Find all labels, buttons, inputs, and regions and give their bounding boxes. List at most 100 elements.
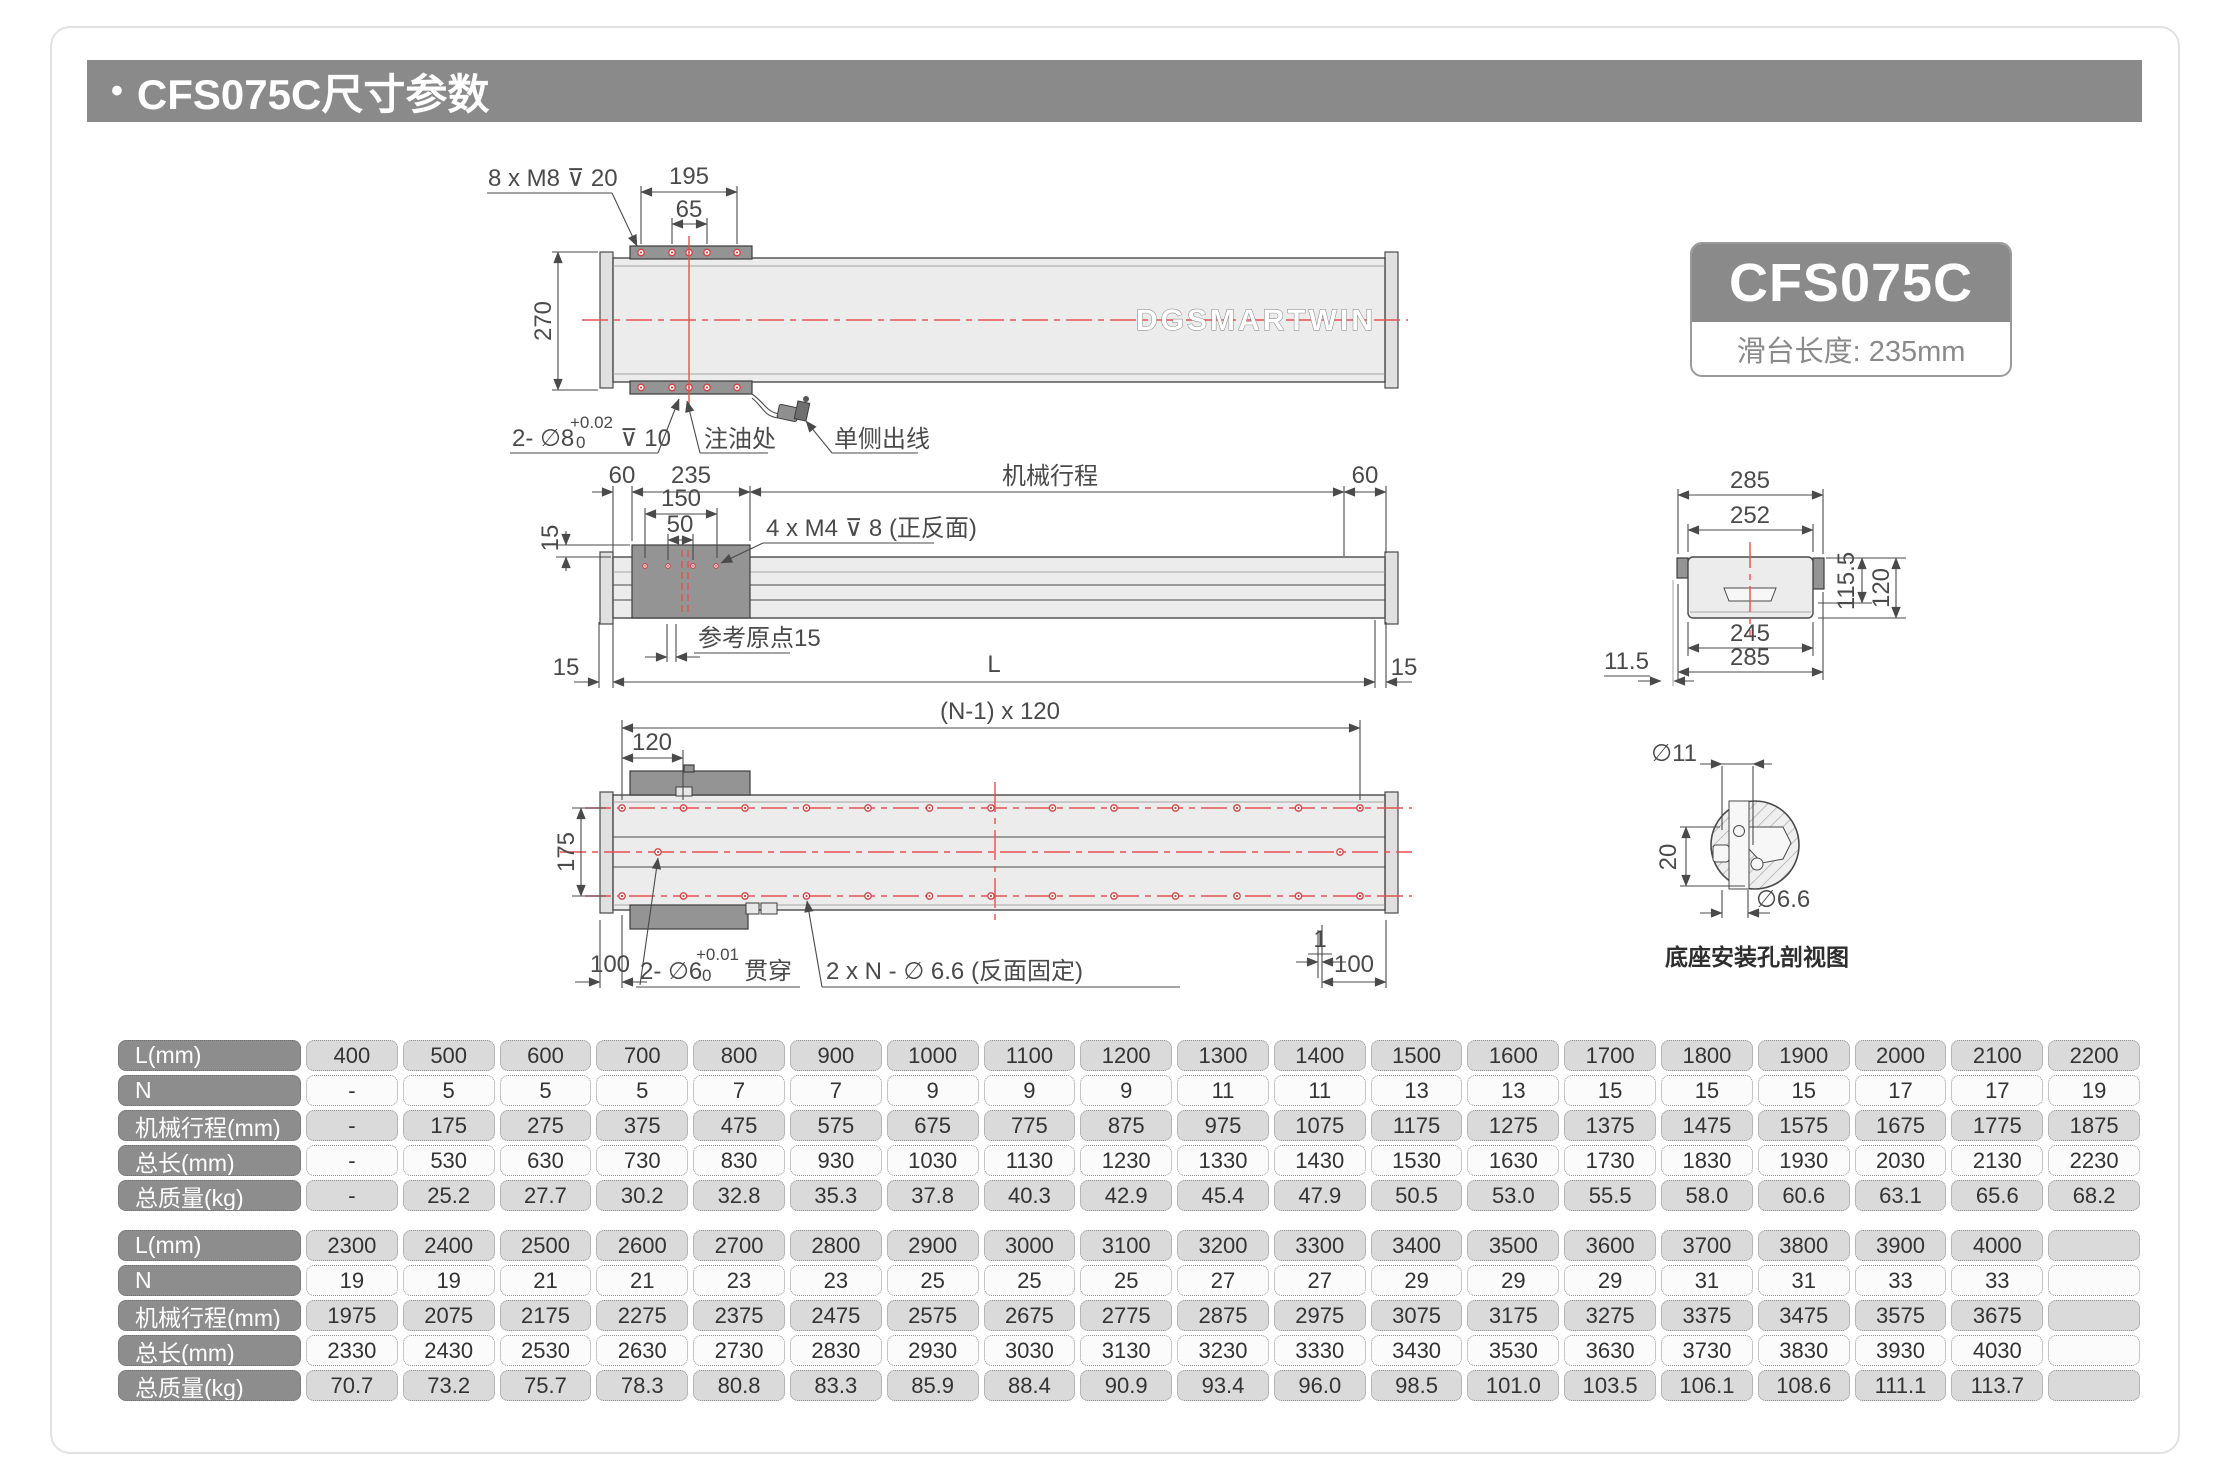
section-title-bar: • CFS075C尺寸参数 [87,60,2142,122]
dim-120: 120 [632,729,672,756]
table-cell: 275 [499,1110,592,1141]
table-cell: 40.3 [983,1180,1076,1211]
table-cell [2048,1370,2140,1401]
dim-50: 50 [667,511,694,538]
table-cell: 1630 [1467,1145,1560,1176]
table-cell: 1700 [1564,1040,1657,1071]
table-cell: 1675 [1854,1110,1947,1141]
table-cell: 3230 [1177,1335,1269,1366]
label-2xn-phi66: 2 x N - ∅ 6.6 (反面固定) [826,958,1083,985]
table-cell: 1900 [1757,1040,1850,1071]
row-header: 机械行程(mm) [118,1110,301,1141]
table-cell: 111.1 [1854,1370,1947,1401]
table-cell: 3500 [1467,1230,1560,1261]
table-cell: 3530 [1467,1335,1560,1366]
table-cell: 19 [402,1265,495,1296]
table-cell: 1475 [1661,1110,1753,1141]
table-cell: 2530 [499,1335,592,1366]
table-cell: 2330 [306,1335,398,1366]
table-cell: 3630 [1564,1335,1657,1366]
table-cell: 15 [1757,1075,1850,1106]
table-cell: 9 [886,1075,979,1106]
row-header: 机械行程(mm) [118,1300,301,1331]
row-header: 总质量(kg) [118,1370,301,1401]
section-detail: ∅11 20 ∅6.6 底座安装孔剖视图 [1651,740,1849,970]
table-cell: 15 [1661,1075,1753,1106]
bottom-view-dimensions: (N-1) x 120 120 175 100 2- ∅6 +0.01 0 贯穿 [553,698,1387,988]
table-cell: 78.3 [596,1370,689,1401]
dim-phi11: ∅11 [1651,740,1697,767]
table-cell: 83.3 [789,1370,882,1401]
table-cell: 88.4 [983,1370,1076,1401]
dim-100-right: 100 [1334,951,1374,978]
table-cell: 3175 [1467,1300,1560,1331]
table-cell: 11 [1177,1075,1269,1106]
row-header: 总质量(kg) [118,1180,301,1211]
table-cell: 1775 [1951,1110,2044,1141]
table-cell: 25 [886,1265,979,1296]
table-cell: 2575 [886,1300,979,1331]
dim-60-right: 60 [1352,462,1379,489]
table-cell: 3575 [1854,1300,1947,1331]
table-cell: 31 [1661,1265,1753,1296]
table-cell: - [306,1075,398,1106]
table-cell: 2775 [1080,1300,1173,1331]
table-cell: 1930 [1757,1145,1850,1176]
dim-245: 245 [1730,620,1770,647]
table-cell: 27 [1177,1265,1269,1296]
table-cell: 2900 [886,1230,979,1261]
table-cell: 47.9 [1273,1180,1366,1211]
table-cell: 2375 [693,1300,785,1331]
dim-285-top: 285 [1730,467,1770,494]
dim-235: 235 [671,462,711,489]
table-cell: 17 [1951,1075,2044,1106]
table-cell: 21 [596,1265,689,1296]
table-cell: 58.0 [1661,1180,1753,1211]
technical-drawing: DGSMARTWIN 195 65 8 x M8 ⊽ 20 [487,163,1906,988]
table-cell: 96.0 [1273,1370,1366,1401]
table-cell: 1575 [1757,1110,1850,1141]
table-cell: 800 [693,1040,785,1071]
table-cell: 29 [1564,1265,1657,1296]
table-cell: 5 [402,1075,495,1106]
model-name: CFS075C [1692,244,2010,322]
table-cell: 475 [693,1110,785,1141]
table-cell: 1430 [1273,1145,1366,1176]
dim-120-end: 120 [1868,568,1895,608]
table-cell [2048,1230,2140,1261]
table-cell: 1375 [1564,1110,1657,1141]
table-cell: 2030 [1854,1145,1947,1176]
dim-15-bottom-left: 15 [553,654,580,681]
table-cell: 730 [596,1145,689,1176]
table-cell: 13 [1370,1075,1463,1106]
table-cell: - [306,1145,398,1176]
table-cell: 3375 [1661,1300,1753,1331]
table-cell: 29 [1467,1265,1560,1296]
table-cell: 1875 [2048,1110,2140,1141]
table-cell: 2230 [2048,1145,2140,1176]
table-cell: 1100 [983,1040,1076,1071]
table-cell: 1830 [1661,1145,1753,1176]
dim-1: 1 [1313,926,1326,953]
table-cell: 1130 [983,1145,1076,1176]
dim-11-5: 11.5 [1604,648,1649,675]
dim-pitch: (N-1) x 120 [940,698,1060,725]
table-cell: 27.7 [499,1180,592,1211]
table-cell: 42.9 [1080,1180,1173,1211]
table-cell: 21 [499,1265,592,1296]
table-cell: 1175 [1370,1110,1463,1141]
dim-285-bottom: 285 [1730,644,1770,671]
table-cell: 375 [596,1110,689,1141]
table-cell: 63.1 [1854,1180,1947,1211]
label-2phi6: 2- ∅6 [640,958,702,985]
page-title: CFS075C尺寸参数 [136,70,490,118]
table-cell: 3330 [1273,1335,1366,1366]
tolerance-lower: 0 [576,433,585,452]
table-cell: 9 [1080,1075,1173,1106]
dim-65: 65 [676,196,703,223]
table-cell: 1000 [886,1040,979,1071]
table-cell: 2700 [693,1230,785,1261]
dim-270: 270 [530,301,557,341]
table-cell [2048,1335,2140,1366]
